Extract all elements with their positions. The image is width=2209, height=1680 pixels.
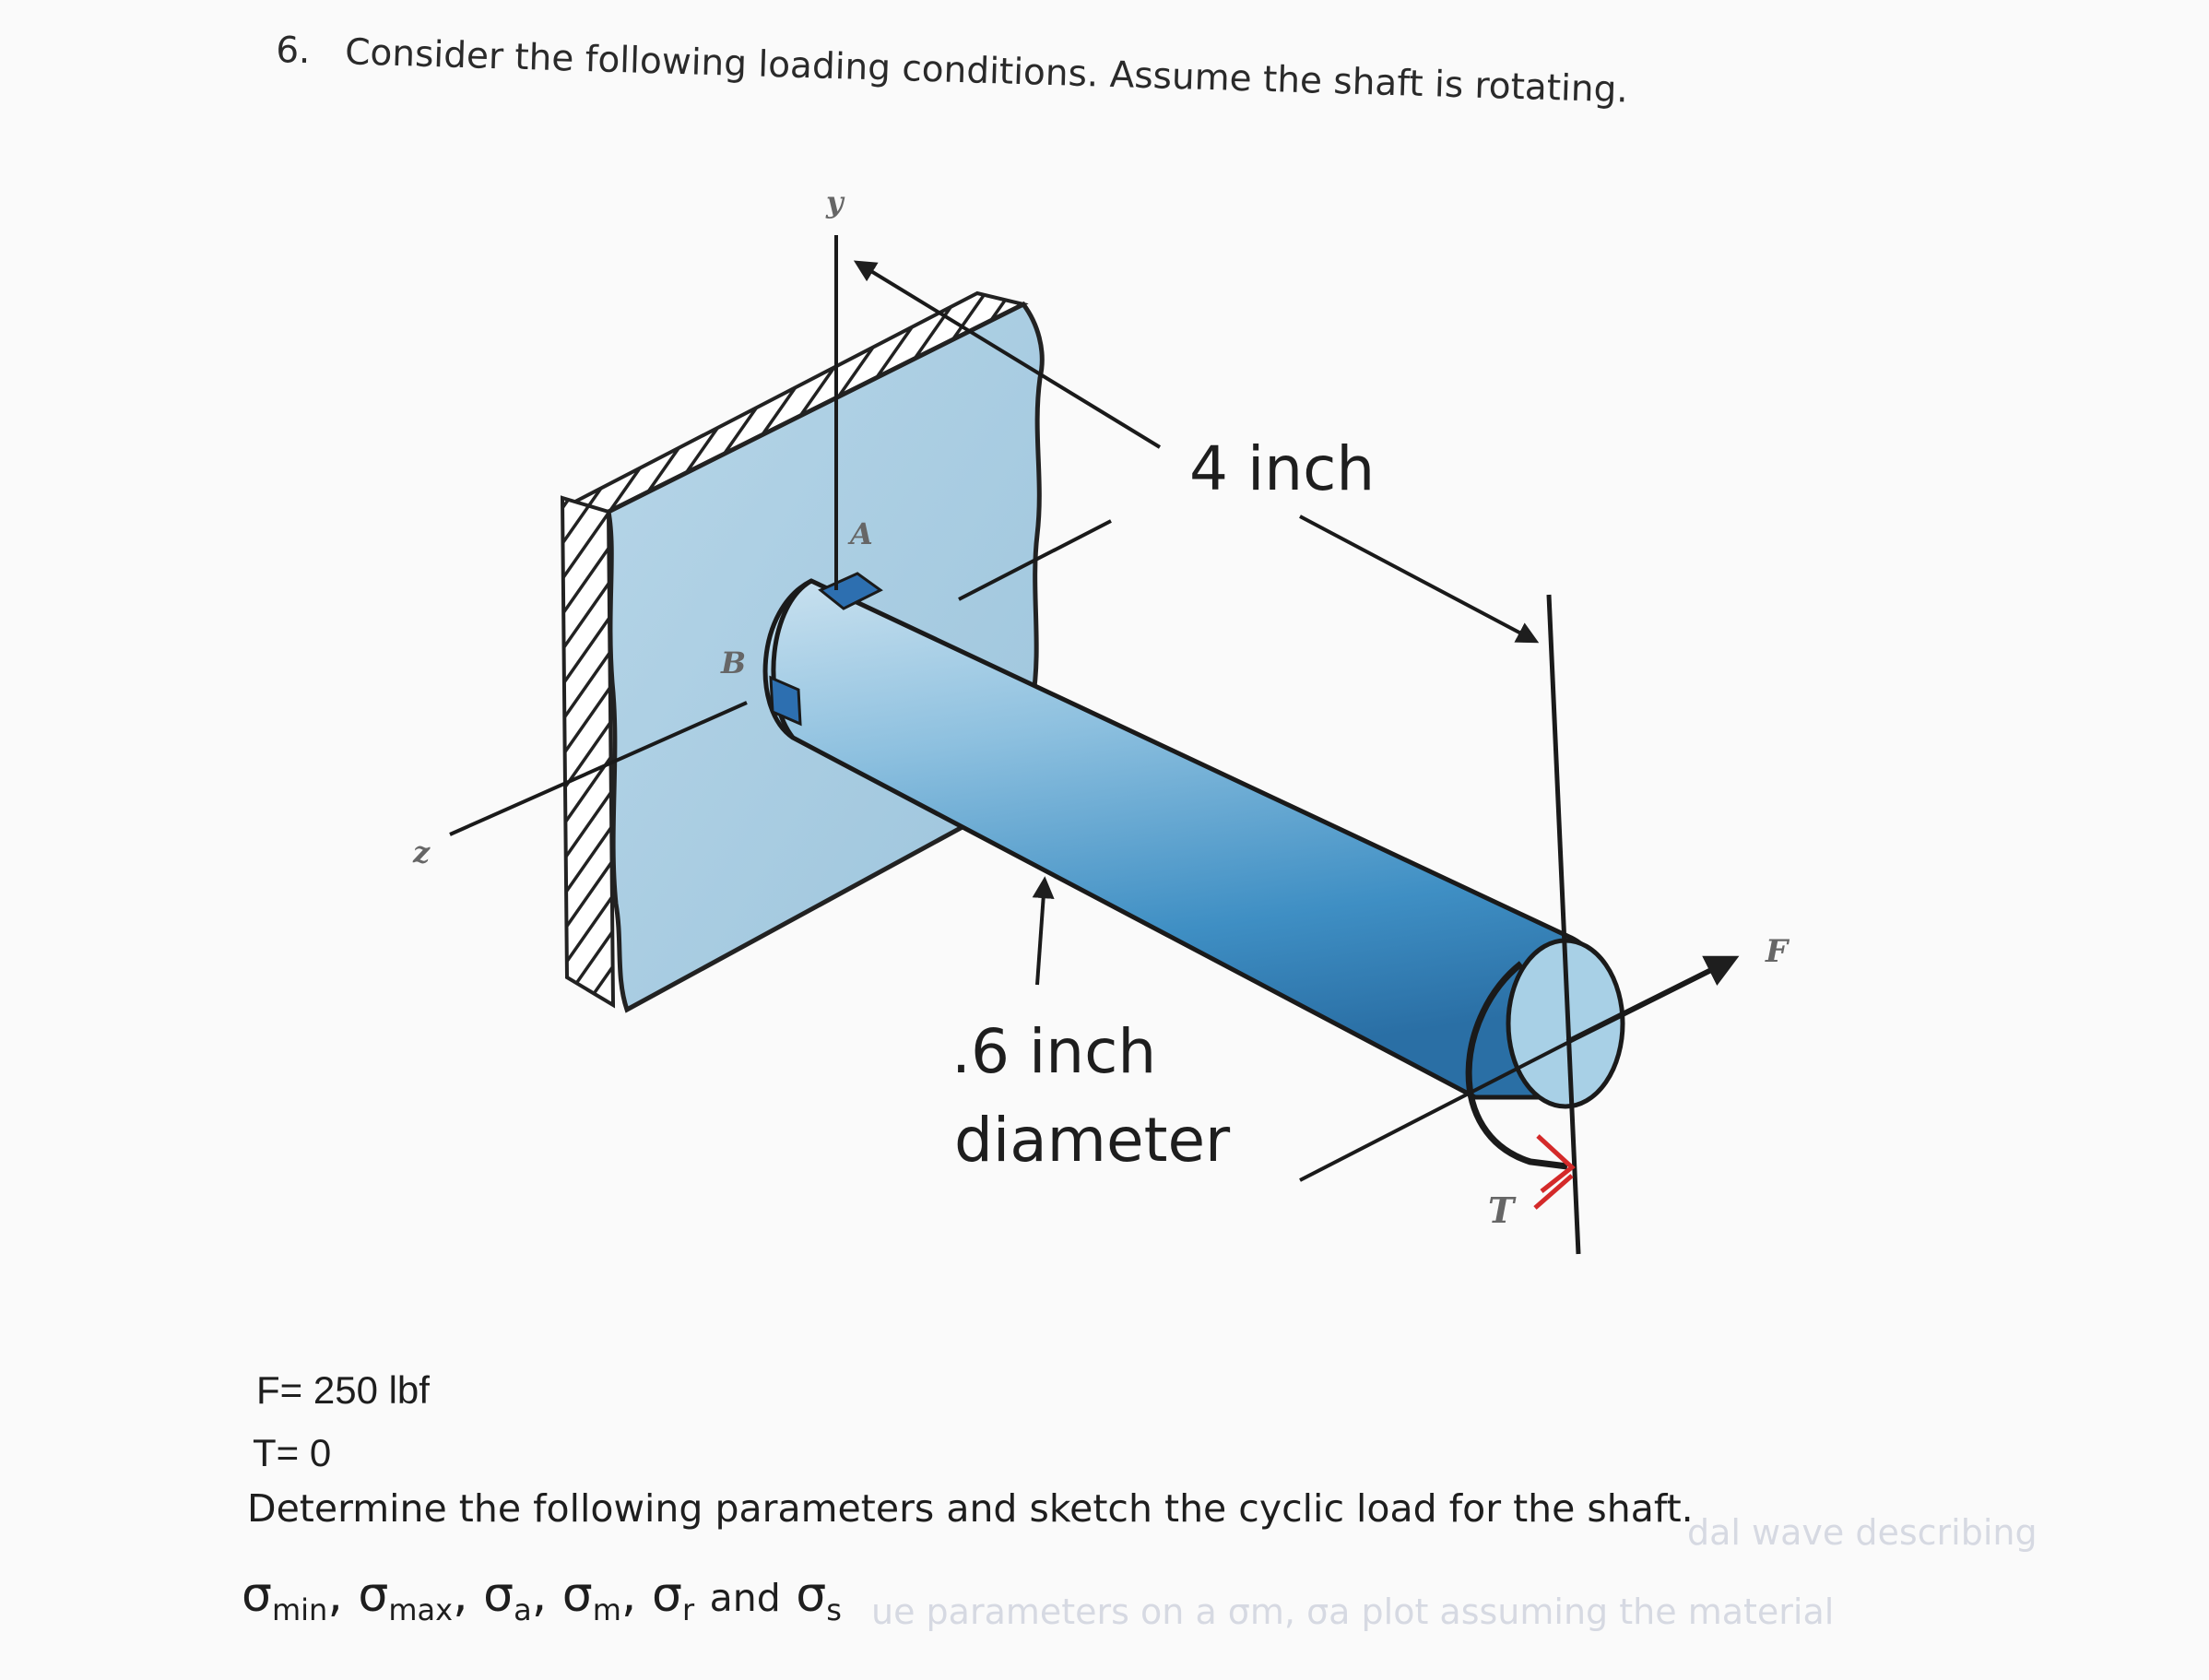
dim-extension-2 [1546, 594, 1581, 1255]
torque-arrowhead [1536, 1134, 1576, 1193]
point-a-label: A [850, 516, 873, 551]
sigma-m: σm [561, 1568, 621, 1627]
sigma-r: σr [651, 1568, 695, 1627]
element-b [769, 675, 802, 727]
z-axis-line [449, 701, 748, 836]
force-label: F [1766, 933, 1789, 970]
bleed-through-line2: ue parameters on a σm, σa plot assuming … [871, 1591, 1835, 1632]
diameter-label-line1: .6 inch [951, 1016, 1157, 1087]
bleed-through-line1: dal wave describing [1687, 1512, 2038, 1553]
y-axis-label: y [826, 184, 844, 219]
torque-tail [1533, 1174, 1574, 1210]
and-word: and [709, 1576, 781, 1620]
length-label: 4 inch [1189, 433, 1376, 504]
sigma-min: σmin [242, 1568, 328, 1627]
given-torque: T= 0 [253, 1431, 332, 1474]
given-force: F= 250 lbf [256, 1368, 430, 1412]
sigma-max: σmax [358, 1568, 454, 1627]
sigma-s: σs [796, 1568, 842, 1627]
torque-arc [1465, 961, 1568, 1170]
dim-line-right [1299, 515, 1540, 644]
torque-label: T [1488, 1189, 1515, 1231]
question-text: Determine the following parameters and s… [247, 1486, 1694, 1531]
wall-hatch-left [560, 495, 616, 1009]
dim-line-left [853, 260, 1162, 449]
shaft-root-edge [771, 578, 813, 739]
diameter-leader [1032, 876, 1055, 986]
diameter-label-line2: diameter [954, 1105, 1231, 1176]
z-axis-label: z [413, 834, 431, 870]
stress-list: σmin, σmax, σa, σm, σr and σs [242, 1568, 842, 1627]
force-arrow [1565, 955, 1740, 1045]
element-a [818, 572, 883, 610]
point-b-label: B [721, 645, 747, 680]
sigma-a: σa [483, 1568, 532, 1627]
dim-extension-1 [958, 519, 1112, 601]
